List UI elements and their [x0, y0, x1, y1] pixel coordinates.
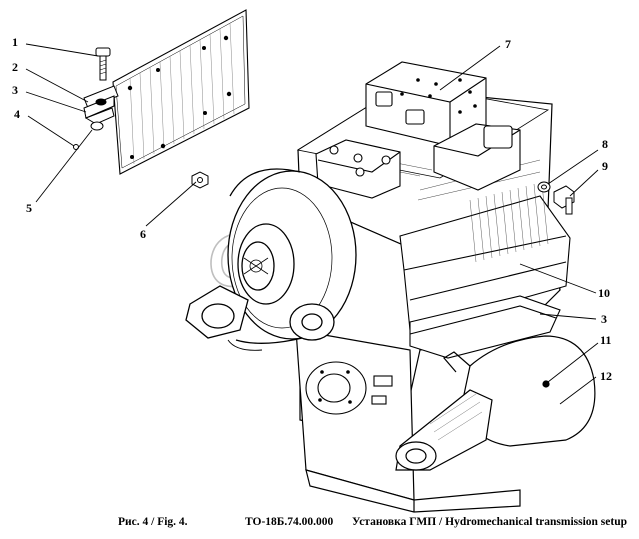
- figure-caption: Рис. 4 / Fig. 4. ТО-18Б.74.00.000 Устано…: [0, 516, 639, 534]
- callout-3: 3: [12, 83, 18, 97]
- callout-5: 5: [26, 201, 32, 215]
- nut-part-8: [537, 181, 551, 193]
- callout-10: 10: [598, 286, 610, 300]
- caption-drawing-code: ТО-18Б.74.00.000: [245, 516, 334, 528]
- control-valve-block: [315, 61, 521, 199]
- callout-9: 9: [602, 159, 608, 173]
- callout-numbers: 1 2 3 4 5 6 7 8 9 10 3 11 12: [12, 35, 612, 383]
- bolt-part-1: [95, 47, 111, 81]
- rear-bell-housing: [395, 335, 596, 471]
- mounting-plate: [112, 9, 250, 175]
- caption-fig-number: Рис. 4 / Fig. 4.: [118, 516, 188, 528]
- callout-11: 11: [600, 333, 611, 347]
- leader-lines: [25, 43, 599, 405]
- callout-12: 12: [600, 369, 612, 383]
- bracket-parts: [73, 85, 119, 150]
- callout-3-lower: 3: [601, 312, 607, 326]
- bolt-part-9: [553, 185, 575, 215]
- nut-part-6: [191, 171, 209, 189]
- callout-7: 7: [505, 37, 511, 51]
- callout-2: 2: [12, 60, 18, 74]
- caption-title: Установка ГМП / Hydromechanical transmis…: [352, 516, 628, 528]
- callout-1: 1: [12, 35, 18, 49]
- callout-6: 6: [140, 227, 146, 241]
- callout-8: 8: [602, 137, 608, 151]
- callout-4: 4: [14, 107, 20, 121]
- torque-converter: [185, 168, 357, 351]
- support-bracket-10: [399, 183, 571, 331]
- output-flange: [305, 361, 393, 415]
